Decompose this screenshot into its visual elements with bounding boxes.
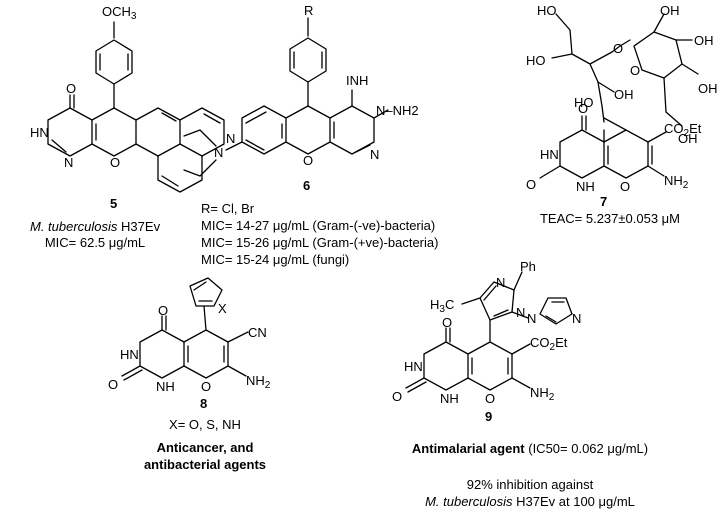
c8-activity-2: antibacterial agents: [143, 457, 267, 472]
c8-nh2: NH2: [246, 373, 271, 391]
c6-r-def: R= Cl, Br: [201, 201, 255, 216]
c9-hn: HN: [404, 359, 423, 374]
c6-r: R: [304, 3, 314, 18]
c5-o-ring: O: [110, 155, 121, 170]
c9-nh: NH: [440, 391, 459, 406]
c5-strain: H37Ev: [121, 219, 161, 234]
c5-organism-line: M. tuberculosis H37Ev: [30, 218, 160, 235]
c8-x: X: [218, 301, 227, 316]
c9-n4: N: [572, 311, 582, 326]
c8-number: 8: [200, 396, 208, 411]
c7-o-link: O: [613, 41, 624, 56]
c7-o-ring: O: [630, 63, 641, 78]
c5-organism: M. tuberculosis: [30, 219, 118, 234]
c6-n-et: N: [214, 145, 224, 160]
c9-o-pyran: O: [485, 391, 496, 406]
c5-nh: HN: [30, 125, 49, 140]
c9-h3c: H3C: [430, 297, 455, 315]
c9-co2et: CO2Et: [530, 335, 568, 353]
c7-oh-3: OH: [698, 81, 718, 96]
c6-n-ring: N: [370, 147, 380, 162]
c9-n3: N: [527, 311, 537, 326]
c9-number: 9: [485, 409, 493, 424]
c5-och3-label: OCH3: [102, 4, 137, 22]
c9-activity: Antimalarial agent: [411, 441, 525, 456]
c7-ho-2: HO: [526, 53, 546, 68]
c7-o-urea: O: [526, 177, 537, 192]
c9-n2: N: [516, 305, 526, 320]
c5-n1: N: [64, 155, 74, 170]
c8-activity-1: Anticancer, and: [156, 440, 254, 455]
c6-imine-label: INH: [346, 73, 369, 88]
c7-teac: TEAC= 5.237±0.053 μM: [539, 211, 680, 226]
c8-o-carbonyl: O: [158, 303, 169, 318]
c8-cn: CN: [248, 325, 267, 340]
c9-n1: N: [496, 275, 506, 290]
c5-mic: MIC= 62.5 μg/mL: [44, 235, 146, 250]
c9-activity-line: Antimalarial agent (IC50= 0.062 μg/mL): [370, 440, 690, 457]
c6-nh2: N–NH2: [376, 103, 419, 118]
c7-o-pyran: O: [620, 179, 631, 194]
c7-ho-1: HO: [537, 3, 557, 18]
c9-organism: M. tuberculosis: [425, 494, 513, 509]
c9-o-carbonyl: O: [442, 315, 453, 330]
c6-o-ring: O: [303, 153, 314, 168]
c8-o-pyran: O: [201, 379, 212, 394]
c6-mic-2: MIC= 15-26 μg/mL (Gram-(+ve)-bacteria): [201, 235, 439, 250]
c8-o-urea: O: [108, 377, 119, 392]
c7-nh: NH: [576, 179, 595, 194]
c5-o-carbonyl: O: [66, 81, 77, 96]
c8-x-def: X= O, S, NH: [169, 417, 241, 432]
c9-inhibition: 92% inhibition against: [466, 477, 594, 492]
c6-number: 6: [303, 178, 311, 193]
c9-o-urea: O: [392, 389, 403, 404]
c9-strain-dose: H37Ev at 100 μg/mL: [516, 494, 635, 509]
c9-organism-line: M. tuberculosis H37Ev at 100 μg/mL: [370, 493, 690, 510]
c5-n2: N: [226, 131, 236, 146]
c7-oh-1: OH: [660, 3, 680, 18]
c9-ph: Ph: [520, 259, 536, 274]
c7-ho-3: HO: [574, 95, 594, 110]
c6-mic-3: MIC= 15-24 μg/mL (fungi): [201, 252, 350, 267]
c5-number: 5: [110, 196, 118, 211]
c9-ic50: (IC50= 0.062 μg/mL): [528, 441, 649, 456]
c7-hn: HN: [540, 147, 559, 162]
c7-oh-5: OH: [678, 131, 698, 146]
c7-co2et: CO2Et: [664, 121, 702, 139]
c9-nh2: NH2: [530, 385, 555, 403]
c7-o-carbonyl: O: [578, 101, 589, 116]
c7-oh-2: OH: [694, 33, 714, 48]
c6-imine: NH: [349, 73, 369, 88]
c7-oh-4: OH: [614, 87, 634, 102]
c8-hn: HN: [120, 347, 139, 362]
c6-mic-1: MIC= 14-27 μg/mL (Gram-(-ve)-bacteria): [201, 218, 436, 233]
c7-number: 7: [600, 194, 608, 209]
c7-nh2: NH2: [664, 173, 689, 191]
c8-nh: NH: [156, 379, 175, 394]
